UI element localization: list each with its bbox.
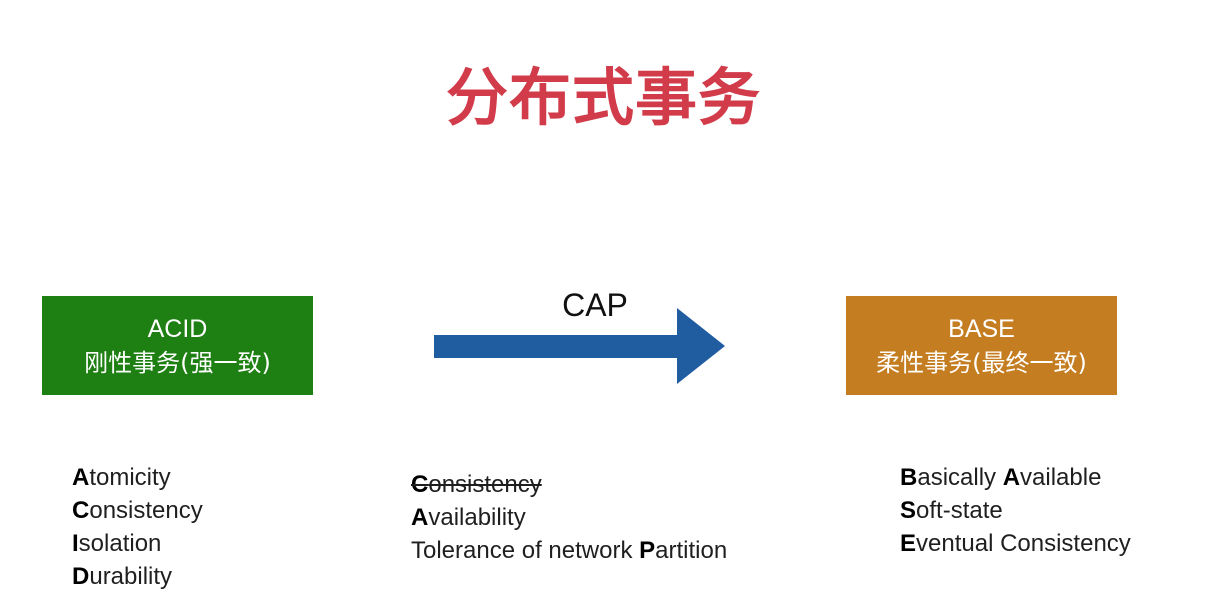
list-item: Consistency [72, 497, 203, 524]
cap-list: Consistency Availability Tolerance of ne… [411, 468, 727, 567]
page-title: 分布式事务 [445, 61, 761, 134]
base-box: BASE 柔性事务(最终一致) [846, 296, 1117, 395]
list-item: Durability [72, 563, 173, 590]
list-item: Basically Available [900, 464, 1102, 491]
list-item: Availability [411, 504, 526, 531]
list-item: Tolerance of network Partition [411, 537, 728, 564]
acid-subtitle: 刚性事务(强一致) [84, 348, 271, 377]
acid-list: Atomicity Consistency Isolation Durabili… [72, 461, 203, 593]
list-item: Isolation [72, 530, 162, 557]
acid-name: ACID [147, 314, 208, 343]
list-item: Eventual Consistency [900, 530, 1131, 557]
base-name: BASE [948, 314, 1015, 343]
arrow-shape [434, 308, 725, 384]
base-list: Basically Available Soft-state Eventual … [900, 461, 1131, 560]
cap-label: CAP [562, 287, 628, 323]
acid-box: ACID 刚性事务(强一致) [42, 296, 313, 395]
base-subtitle: 柔性事务(最终一致) [876, 348, 1087, 377]
list-item-struck: Consistency [411, 471, 542, 498]
list-item: Soft-state [900, 497, 1003, 524]
right-arrow-icon [434, 308, 725, 384]
list-item: Atomicity [72, 464, 171, 491]
